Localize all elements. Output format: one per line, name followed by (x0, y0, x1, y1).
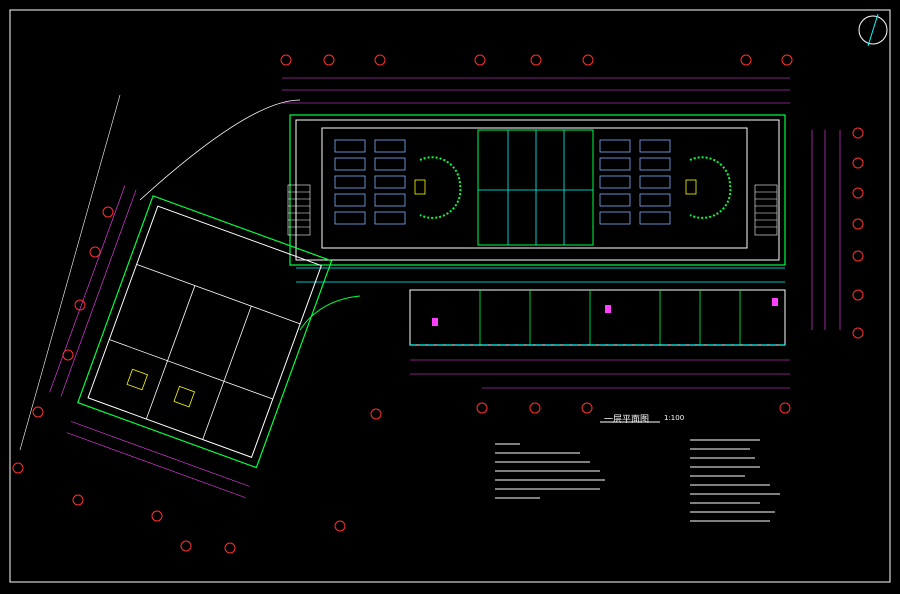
main-block (282, 77, 841, 389)
angled-wing (49, 185, 333, 498)
drawing-title: 一层平面图 (604, 415, 650, 425)
sheet-border (9, 9, 891, 583)
general-notes (495, 439, 780, 522)
drawing-scale: 1:100 (664, 414, 685, 422)
north-arrow-icon (858, 13, 888, 47)
grid-bubbles (12, 54, 864, 554)
site-arc (139, 99, 301, 201)
